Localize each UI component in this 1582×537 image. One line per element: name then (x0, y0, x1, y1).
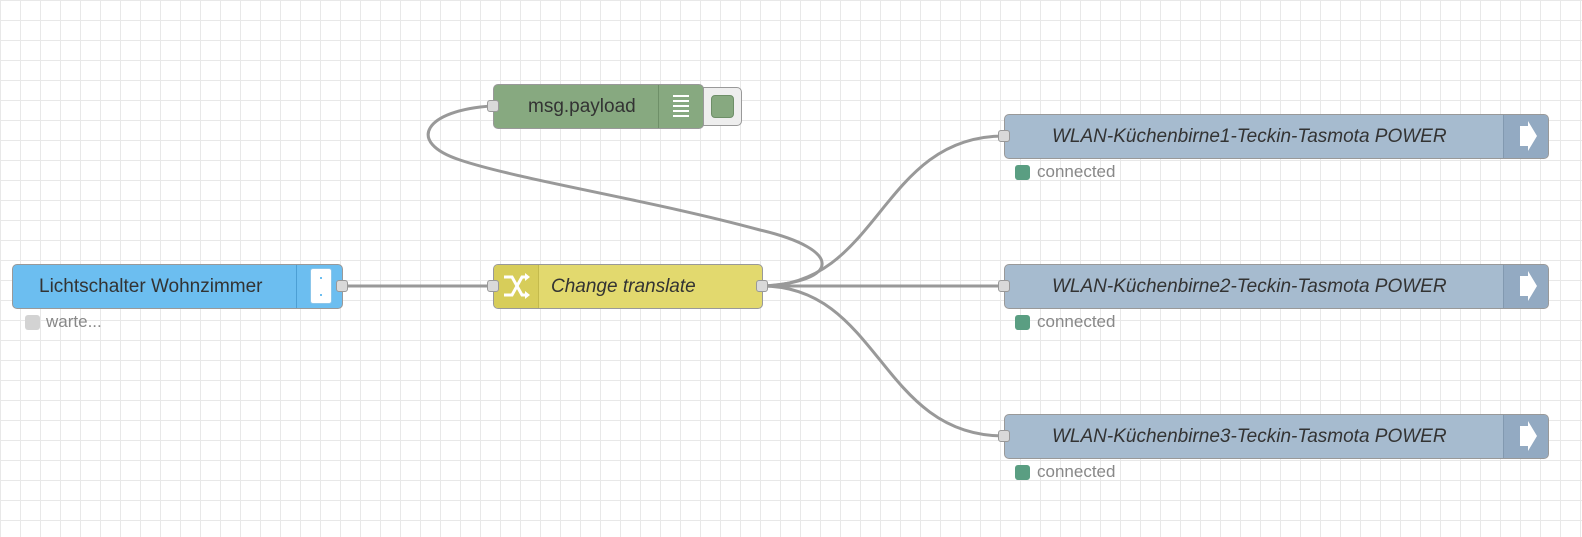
inject-button-icon[interactable] (310, 268, 332, 304)
inject-node-label: Lichtschalter Wohnzimmer (39, 276, 263, 297)
output-node-1-input-port[interactable] (998, 130, 1010, 142)
inject-status-text: warte... (46, 312, 102, 331)
wire-change-to-output-3[interactable] (761, 284, 1005, 438)
arrow-right-icon (1503, 265, 1548, 308)
change-node[interactable]: Change translate (493, 264, 763, 309)
inject-output-port[interactable] (336, 280, 348, 292)
output-node-1-label: WLAN-Küchenbirne1-Teckin-Tasmota POWER (1052, 126, 1447, 147)
list-icon (658, 85, 703, 128)
output-node-2-label: WLAN-Küchenbirne2-Teckin-Tasmota POWER (1052, 276, 1447, 297)
inject-node[interactable]: Lichtschalter Wohnzimmer (12, 264, 343, 309)
inject-status-icon (25, 315, 40, 330)
output-node-3-label: WLAN-Küchenbirne3-Teckin-Tasmota POWER (1052, 426, 1447, 447)
output-node-3-input-port[interactable] (998, 430, 1010, 442)
output-node-2[interactable]: WLAN-Küchenbirne2-Teckin-Tasmota POWER (1004, 264, 1549, 309)
wire-change-to-debug[interactable] (426, 104, 824, 288)
change-input-port[interactable] (487, 280, 499, 292)
output-node-2-input-port[interactable] (998, 280, 1010, 292)
debug-input-port[interactable] (487, 100, 499, 112)
change-output-port[interactable] (756, 280, 768, 292)
output-node-3[interactable]: WLAN-Küchenbirne3-Teckin-Tasmota POWER (1004, 414, 1549, 459)
output-node-3-status-text: connected (1037, 462, 1116, 481)
debug-node[interactable]: msg.payload (493, 84, 704, 129)
output-node-1[interactable]: WLAN-Küchenbirne1-Teckin-Tasmota POWER (1004, 114, 1549, 159)
output-node-2-status-icon (1015, 315, 1030, 330)
arrow-right-icon (1503, 415, 1548, 458)
output-node-1-status-icon (1015, 165, 1030, 180)
output-node-2-status-text: connected (1037, 312, 1116, 331)
wire-change-to-output-1[interactable] (761, 134, 1005, 288)
debug-toggle-button[interactable] (703, 87, 742, 126)
inject-button-area[interactable] (296, 265, 297, 308)
output-node-3-status-icon (1015, 465, 1030, 480)
output-node-1-status-text: connected (1037, 162, 1116, 181)
shuffle-icon (494, 265, 539, 308)
change-node-label: Change translate (551, 276, 696, 297)
debug-node-label: msg.payload (528, 96, 636, 117)
arrow-right-icon (1503, 115, 1548, 158)
